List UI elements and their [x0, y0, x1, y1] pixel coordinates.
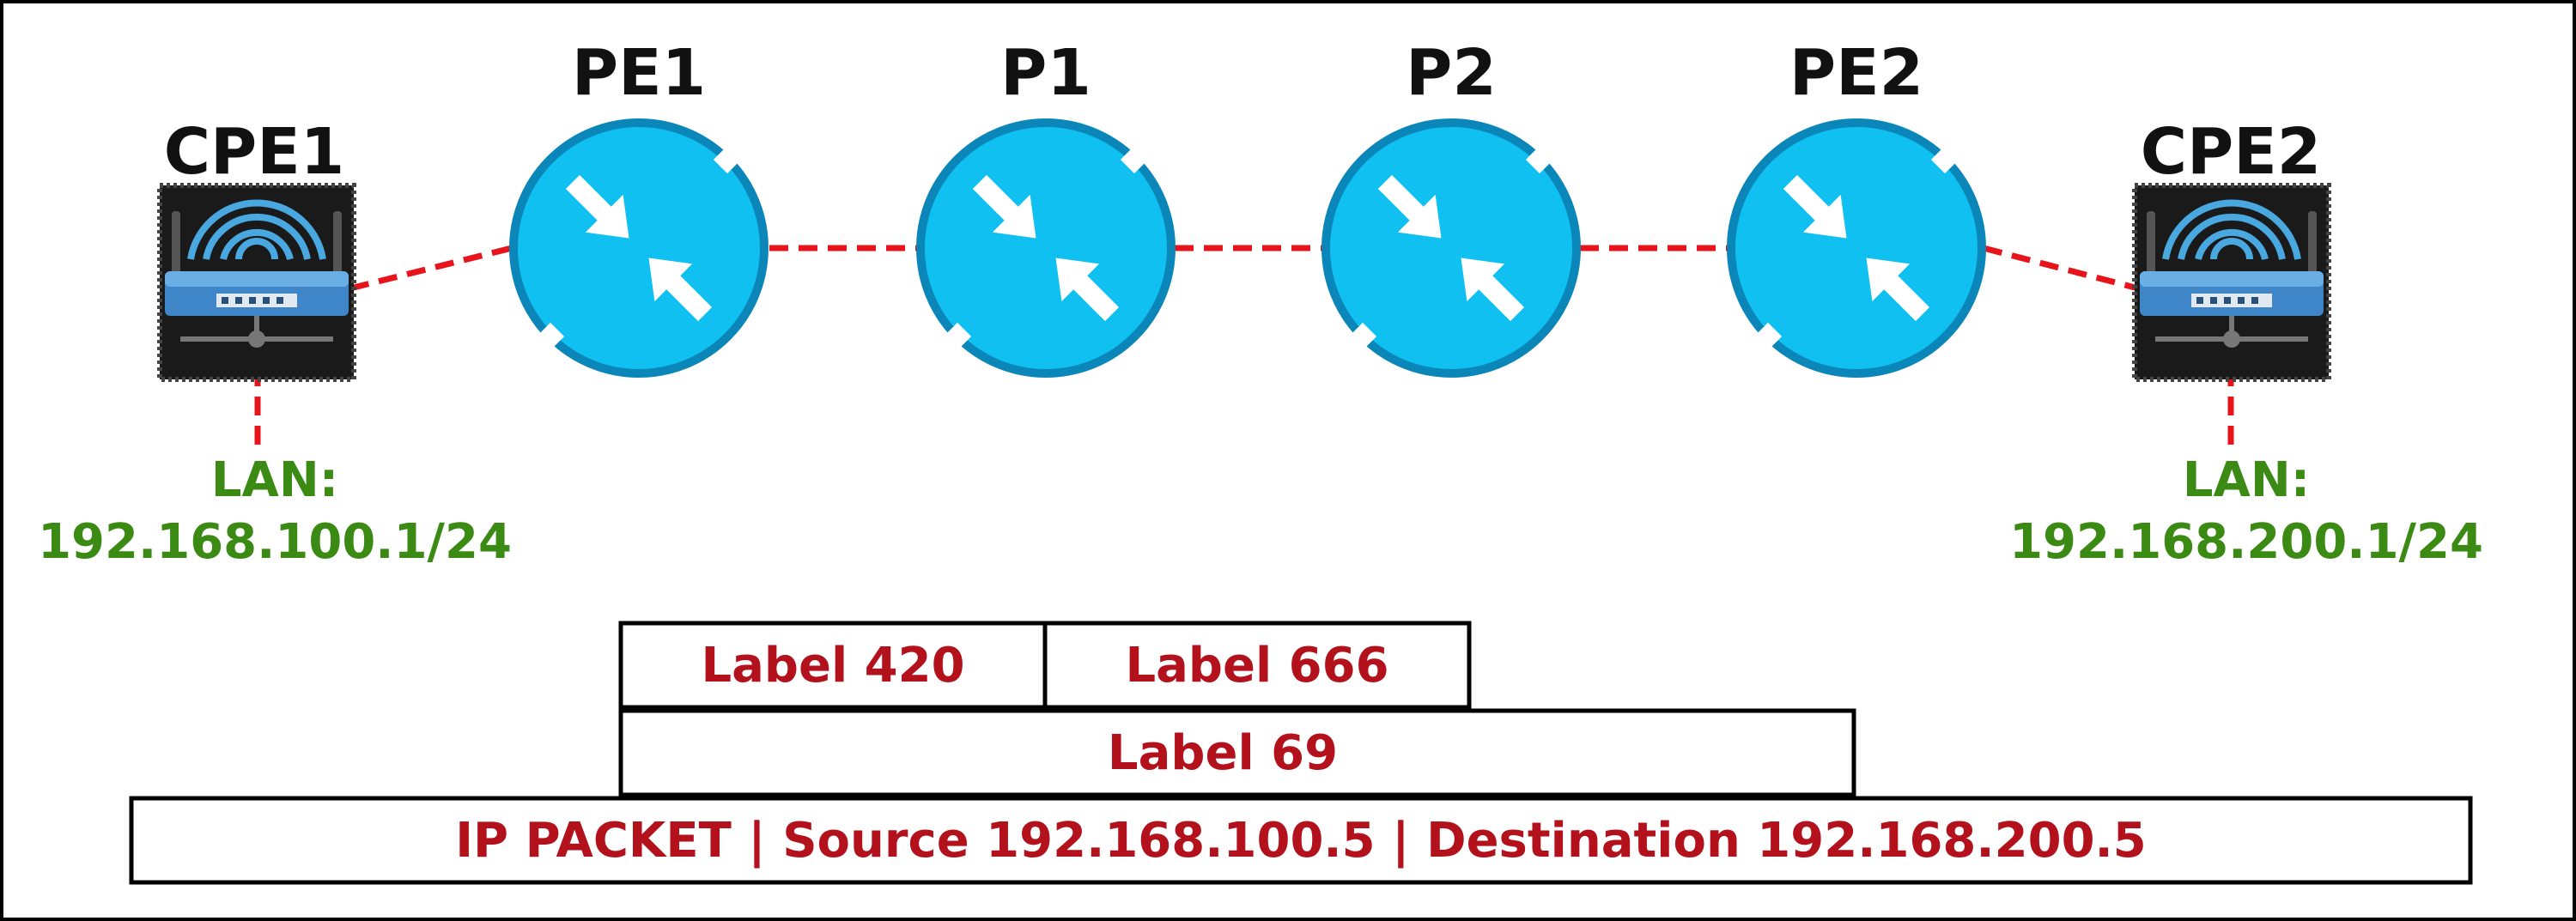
router-arrow	[501, 322, 565, 386]
p2-name: P2	[1406, 36, 1497, 110]
router-arrow	[1461, 258, 1525, 322]
cpe1-lan-title: LAN:	[211, 452, 338, 508]
router-icon	[1718, 110, 1995, 386]
p1-router[interactable]: P1	[908, 36, 1184, 386]
router-arrow	[648, 258, 713, 322]
router-arrow	[1055, 258, 1120, 322]
mpls-label-stack: Label 420 Label 666 Label 69 IP PACKET |…	[129, 621, 2473, 885]
p1-name: P1	[1000, 36, 1091, 110]
router-arrow	[1377, 174, 1442, 239]
cpe1-name: CPE1	[164, 115, 345, 189]
label-69-box	[618, 708, 1856, 797]
router-arrow	[1313, 322, 1377, 386]
pe1-name: PE1	[572, 36, 706, 110]
pe2-name: PE2	[1789, 36, 1923, 110]
router-arrow	[1783, 174, 1847, 239]
cpe1-lan-subnet: 192.168.100.1/24	[38, 514, 512, 570]
label-666-text: Label 666	[1125, 638, 1388, 694]
router-arrow	[1718, 322, 1783, 386]
router-arrow	[1866, 258, 1930, 322]
cpe1-device[interactable]: CPE1	[157, 115, 356, 382]
router-arrow	[1930, 110, 1995, 174]
router-arrow	[972, 174, 1036, 239]
links	[254, 245, 2234, 455]
cpe2-lan-subnet: 192.168.200.1/24	[2009, 514, 2483, 570]
cpe2-name: CPE2	[2141, 115, 2322, 189]
router-arrow	[713, 110, 777, 174]
router-icon	[501, 110, 777, 386]
pe2-router[interactable]: PE2	[1718, 36, 1995, 386]
router-icon	[908, 110, 1184, 386]
p2-router[interactable]: P2	[1313, 36, 1589, 386]
label-69-text: Label 69	[1108, 725, 1338, 781]
ip-packet-box	[129, 796, 2473, 885]
ip-packet-text: IP PACKET | Source 192.168.100.5 | Desti…	[455, 813, 2147, 869]
wireless-router-icon	[2132, 183, 2331, 382]
router-arrow	[565, 174, 629, 239]
label-666-box	[1042, 621, 1472, 710]
cpe2-lan-title: LAN:	[2183, 452, 2310, 508]
label-420-text: Label 420	[701, 638, 964, 694]
pe1-router[interactable]: PE1	[501, 36, 777, 386]
wireless-router-icon	[157, 183, 356, 382]
link-pe2-cpe2	[1983, 245, 2139, 292]
label-420-box	[618, 621, 1048, 710]
cpe1-lan-label: LAN: 192.168.100.1/24	[38, 452, 512, 570]
router-arrow	[908, 322, 972, 386]
cpe2-lan-label: LAN: 192.168.200.1/24	[2009, 452, 2483, 570]
router-arrow	[1120, 110, 1184, 174]
router-icon	[1313, 110, 1589, 386]
router-arrow	[1525, 110, 1589, 174]
cpe2-device[interactable]: CPE2	[2132, 115, 2331, 382]
